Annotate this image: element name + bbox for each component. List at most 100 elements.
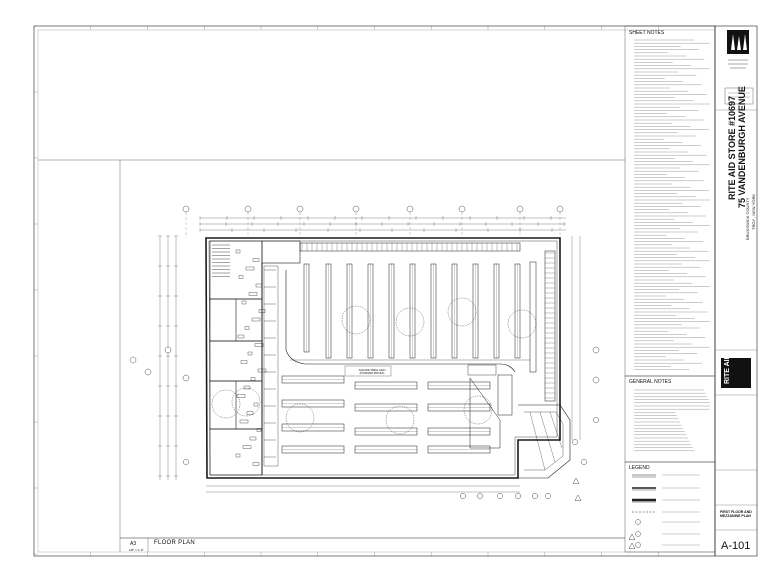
pharmacy-counter (263, 265, 279, 467)
column-grid-bubble (182, 205, 190, 213)
tag-bubble (460, 493, 466, 499)
room-fixture (254, 343, 264, 347)
angled-display (469, 377, 501, 449)
tag-bubble (532, 493, 538, 499)
entry-vestibule (518, 404, 571, 479)
store-name: RITE AID STORE #10697 (727, 95, 737, 200)
stair (212, 244, 230, 277)
room-fixture (253, 402, 259, 407)
gondola-aisles (303, 261, 537, 373)
legend-panel (624, 461, 716, 553)
column-grid-bubble (352, 205, 360, 213)
general-notes-title: GENERAL NOTES (629, 379, 672, 385)
dashed-circle (463, 395, 493, 425)
room-fixture (237, 334, 245, 339)
checkout-counter (497, 374, 513, 416)
room-fixture (245, 266, 255, 271)
legend-symbols (632, 474, 700, 548)
row-grid-bubble (592, 346, 600, 354)
dashed-circle (341, 305, 371, 335)
store-address: 75 VANDENBURGH AVENUE (737, 86, 747, 208)
row-grid-bubble (182, 374, 190, 382)
dashed-circle (211, 389, 241, 419)
circulation-path (285, 270, 516, 373)
room-fixture (252, 462, 260, 466)
dashed-circle (507, 309, 537, 339)
room-fixture (251, 317, 261, 322)
legend-title: LEGEND (629, 465, 650, 471)
tag-bubble (545, 493, 551, 499)
perimeter-shelving-right (544, 250, 556, 402)
room-fixture (248, 292, 258, 296)
room-fixture (239, 419, 249, 424)
exterior-wall (205, 237, 561, 479)
border-grid-ticks (33, 25, 716, 556)
dashed-circles (211, 297, 537, 435)
tag-bubble (183, 459, 189, 465)
view-name: FLOOR PLAN (154, 540, 196, 546)
perimeter-shelving-top (299, 242, 521, 252)
room-fixture (247, 351, 253, 356)
room-fixture (244, 326, 250, 330)
store-city: TROY , NEW YORK (751, 193, 756, 230)
room-fixture (250, 377, 256, 381)
tag-bubble (515, 493, 521, 499)
sheet-border-inner (37, 29, 716, 553)
dashed-circle (385, 405, 415, 435)
tag-bubble (593, 417, 599, 423)
row-grid-bubble (144, 368, 152, 376)
room-fixture (255, 283, 263, 288)
notes-text-lines (634, 39, 710, 452)
room-fixture (238, 275, 244, 279)
floor-plan (129, 205, 636, 549)
room-fixture (235, 249, 241, 254)
dashed-circle (285, 403, 315, 433)
room-fixture (252, 258, 260, 262)
room-fixture (257, 368, 267, 373)
room-fixture (249, 436, 257, 441)
column-grid-bubble (406, 205, 414, 213)
section-marker (572, 477, 580, 484)
row-grid-bubble (592, 376, 600, 384)
legend-tag-symbol (635, 542, 641, 548)
dashed-circle (395, 307, 425, 337)
legend-tag-symbol (635, 519, 641, 525)
column-grid-bubble (556, 205, 564, 213)
tag-bubble (581, 459, 587, 465)
section-marker (628, 542, 636, 549)
section-marker (574, 494, 582, 501)
tag-bubble (477, 493, 483, 499)
row-grid-bubble (164, 346, 172, 354)
room-fixture (258, 309, 266, 313)
room-fixture (242, 445, 252, 449)
room-fixture (243, 385, 251, 390)
column-grid-bubble (244, 205, 252, 213)
tag-bubble (572, 439, 578, 445)
store-county: BRUNSWICK COUNTY (745, 197, 750, 240)
dashed-circle (447, 297, 477, 327)
room-fixture (240, 360, 248, 364)
column-grid-bubble (296, 205, 304, 213)
room-fixture (256, 428, 262, 432)
room-fixture (241, 300, 247, 305)
dashed-circle (231, 387, 261, 417)
tag-bubble (497, 493, 503, 499)
column-grid-bubble (458, 205, 466, 213)
row-grid-bubble (129, 356, 137, 364)
view-scale: 1/8" = 1'-0" (129, 548, 144, 552)
legend-tag-symbol (635, 531, 641, 537)
rite-aid-logo (721, 358, 751, 388)
room-fixture (246, 411, 254, 415)
sheet-notes-title: SHEET NOTES (629, 30, 665, 36)
gondola-fixture (529, 261, 537, 373)
column-grid-bubble (516, 205, 524, 213)
sheet-border-outer (33, 25, 716, 557)
section-marker (628, 533, 636, 540)
architect-logo (727, 30, 749, 69)
fixture-label: SQUARE TABLE SIGN (FOREVER PRICES) (358, 369, 386, 375)
front-table-fixtures (281, 375, 501, 454)
seal-stamp (724, 87, 754, 105)
room-fixture (235, 453, 241, 458)
sheet-number: A-101 (721, 540, 751, 552)
